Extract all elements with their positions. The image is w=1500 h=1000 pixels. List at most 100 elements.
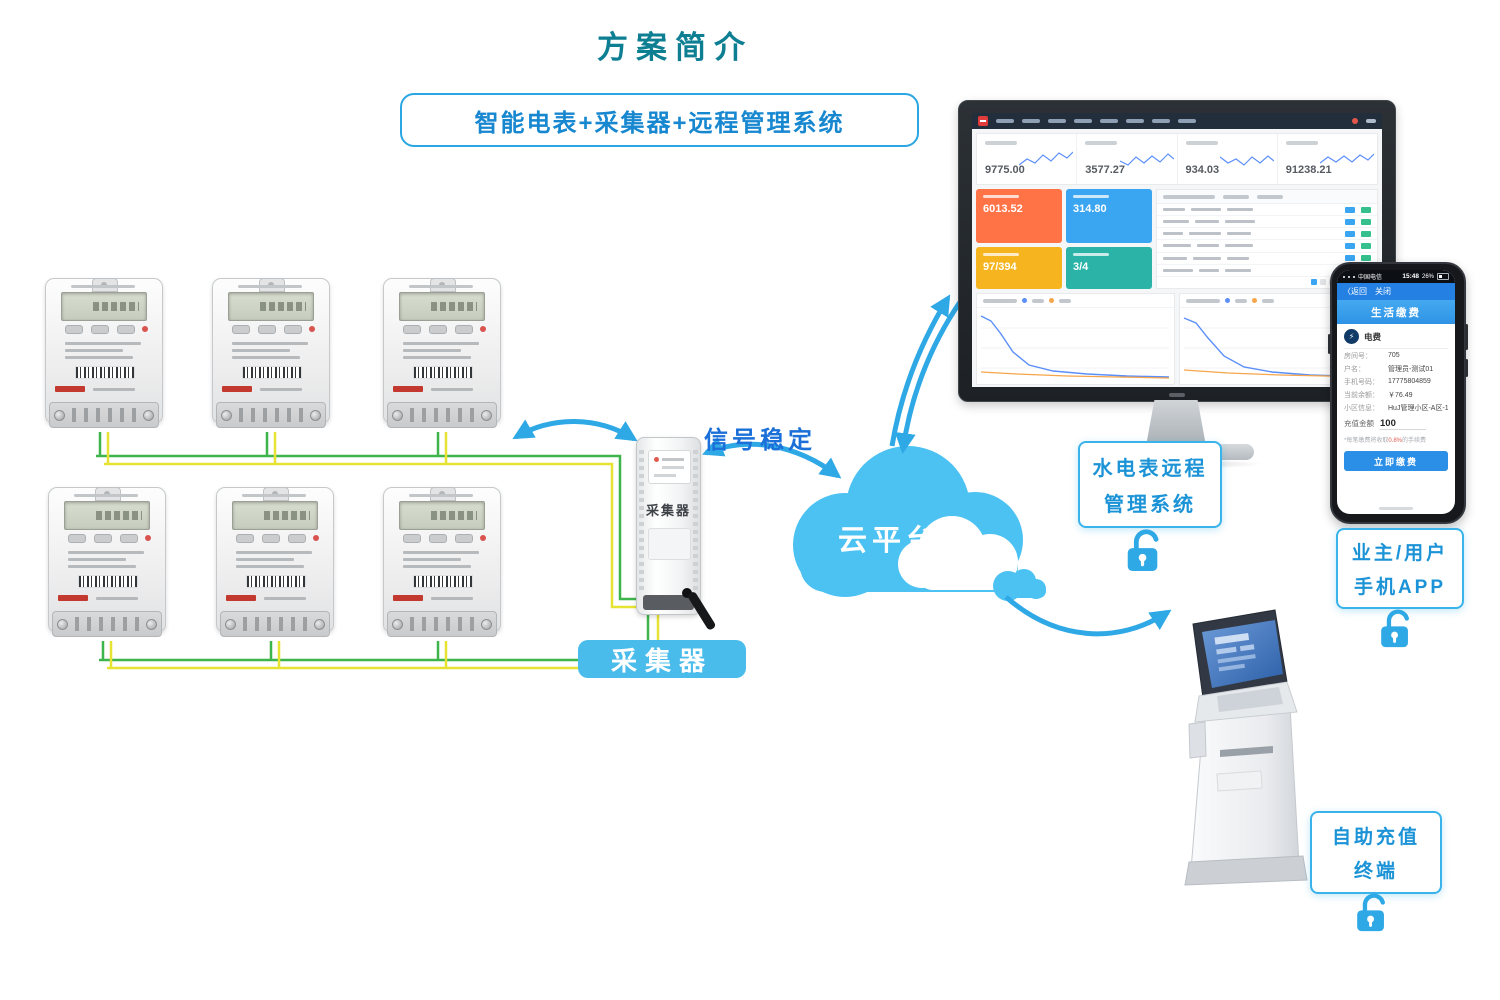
row-action-green[interactable] xyxy=(1361,230,1371,237)
table-row xyxy=(1157,253,1377,265)
row-action-blue[interactable] xyxy=(1345,242,1355,249)
phone-field-mobile: 手机号码：17775804859 xyxy=(1344,378,1431,386)
user-avatar-icon xyxy=(1352,118,1358,124)
sparkline-chart xyxy=(1320,153,1374,164)
home-indicator xyxy=(1379,507,1413,510)
dashboard-top-menu xyxy=(972,113,1382,129)
menu-item[interactable] xyxy=(1022,119,1040,123)
row-action-blue[interactable] xyxy=(1345,230,1355,237)
stat-card: 3577.27 xyxy=(1077,134,1178,184)
meter-lcd xyxy=(399,501,485,530)
smart-meter-6 xyxy=(383,487,501,641)
row-action-green[interactable] xyxy=(1361,218,1371,225)
phone-field-name: 户名：管理员-测试01 xyxy=(1344,365,1434,373)
kpi-tile-teal: 3/4 xyxy=(1066,247,1152,289)
dashboard-body: 9775.00 3577.27 934.03 xyxy=(972,129,1382,387)
legend-dot-blue xyxy=(1022,298,1027,303)
dashboard-mid-row: 6013.52 314.80 97/394 3/4 xyxy=(976,189,1378,289)
row-action-green[interactable] xyxy=(1361,255,1371,262)
table-header xyxy=(1157,190,1377,204)
row-action-blue[interactable] xyxy=(1345,206,1355,213)
phone-nav-bar: 〈返回 关闭 xyxy=(1337,283,1455,300)
pay-now-button[interactable]: 立即缴费 xyxy=(1344,451,1448,471)
usage-chart-panel xyxy=(976,293,1175,385)
kpi-tile-orange: 6013.52 xyxy=(976,189,1062,243)
phone-screen: 中国电信 15:48 26% 〈返回 关闭 生活缴费 ⚡ 电费 房间号：705 … xyxy=(1337,270,1455,514)
menu-item[interactable] xyxy=(1126,119,1144,123)
monitor-stand-neck xyxy=(1146,400,1206,446)
meter-body xyxy=(216,487,334,637)
dashboard-charts-row xyxy=(976,293,1378,385)
row-action-green[interactable] xyxy=(1361,242,1371,249)
meter-led xyxy=(309,326,315,332)
battery-percent: 26% xyxy=(1421,273,1434,280)
collector-terminal xyxy=(643,595,694,610)
menu-item[interactable] xyxy=(1152,119,1170,123)
monitor-brand-logo xyxy=(1169,393,1185,397)
meter-button xyxy=(403,534,421,543)
meter-led xyxy=(145,535,151,541)
collector-device: 采集器 xyxy=(636,437,701,615)
back-button[interactable]: 〈返回 xyxy=(1343,287,1367,296)
recharge-terminal-label: 自助充值 终端 xyxy=(1310,811,1442,894)
meter-button xyxy=(455,325,473,334)
table-row xyxy=(1157,216,1377,229)
mobile-phone: 中国电信 15:48 26% 〈返回 关闭 生活缴费 ⚡ 电费 房间号：705 … xyxy=(1328,262,1468,524)
arrow-meters-collector xyxy=(512,419,638,442)
meter-button xyxy=(262,534,280,543)
meter-lcd xyxy=(232,501,318,530)
close-button[interactable]: 关闭 xyxy=(1375,287,1391,296)
menu-item xyxy=(1366,119,1376,123)
menu-item[interactable] xyxy=(1074,119,1092,123)
phone-field-balance: 当前余额：￥76.49 xyxy=(1344,391,1413,399)
meter-terminal-cover xyxy=(387,402,497,428)
kiosk-keypad[interactable] xyxy=(1217,687,1283,712)
kpi-tile-yellow: 97/394 xyxy=(976,247,1062,289)
meter-lcd xyxy=(228,292,314,321)
monitor-screen: 9775.00 3577.27 934.03 xyxy=(972,113,1382,387)
menu-item[interactable] xyxy=(1048,119,1066,123)
collector-device-name: 采集器 xyxy=(645,503,691,518)
open-padlock-icon xyxy=(1127,529,1159,572)
meter-body xyxy=(212,278,330,428)
phone-field-room: 房间号：705 xyxy=(1344,352,1400,360)
smart-meter-3 xyxy=(383,278,501,432)
meter-button xyxy=(117,325,135,334)
service-row[interactable]: ⚡ 电费 xyxy=(1344,329,1448,349)
stat-value: 3577.27 xyxy=(1085,164,1126,176)
meter-button xyxy=(65,325,83,334)
arrow-collector-cloud xyxy=(702,436,842,479)
table-row xyxy=(1157,204,1377,217)
menu-item[interactable] xyxy=(1178,119,1196,123)
meter-led xyxy=(480,535,486,541)
self-service-kiosk xyxy=(1184,609,1308,886)
row-action-green[interactable] xyxy=(1361,206,1371,213)
meter-button xyxy=(120,534,138,543)
meter-button xyxy=(91,325,109,334)
meter-body xyxy=(383,278,501,428)
wire-green-row1 xyxy=(96,432,637,601)
kpi-tiles: 6013.52 314.80 97/394 3/4 xyxy=(976,189,1152,289)
menu-item[interactable] xyxy=(1100,119,1118,123)
meter-barcode xyxy=(242,366,302,379)
owner-app-label: 业主/用户 手机APP xyxy=(1336,528,1464,609)
meter-brand-mark xyxy=(55,386,85,392)
electricity-icon: ⚡ xyxy=(1344,329,1359,344)
menu-item[interactable] xyxy=(996,119,1014,123)
row-action-blue[interactable] xyxy=(1345,255,1355,262)
stat-value: 91238.21 xyxy=(1285,164,1332,176)
stat-value: 934.03 xyxy=(1185,164,1220,176)
fee-note: *每笔缴费将收取0.8%的手续费 xyxy=(1344,438,1427,444)
amount-input[interactable]: 100 xyxy=(1380,418,1426,430)
smart-meter-5 xyxy=(216,487,334,641)
table-row xyxy=(1157,240,1377,253)
row-action-blue[interactable] xyxy=(1345,218,1355,225)
smart-meter-2 xyxy=(212,278,330,432)
carrier-label: 中国电信 xyxy=(1358,275,1383,281)
meter-led xyxy=(142,326,148,332)
sparkline-chart xyxy=(1119,153,1174,166)
line-chart xyxy=(980,315,1170,379)
antenna-joint xyxy=(682,588,692,598)
legend-dot-orange xyxy=(1252,298,1257,303)
